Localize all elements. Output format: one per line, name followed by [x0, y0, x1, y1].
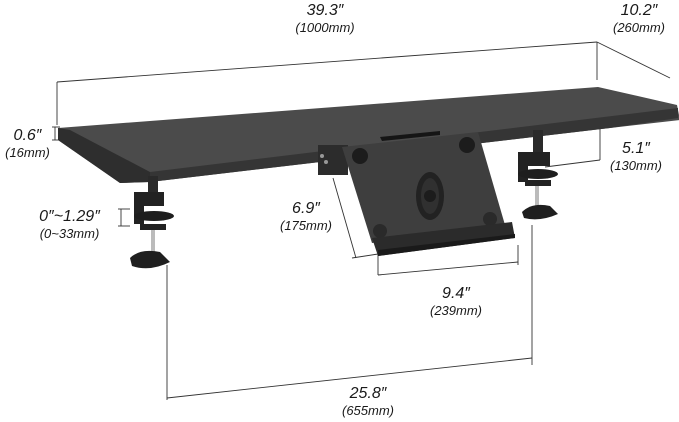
dimension-clamp-spacing-imperial: 25.8″ [349, 385, 387, 402]
dimension-holder-depth-imperial: 6.9″ [292, 200, 320, 217]
dimension-clamp-range: 0″~1.29″ (0~33mm) [22, 208, 117, 241]
dimension-clamp-range-metric: (0~33mm) [39, 226, 100, 241]
tablet-holder [342, 131, 515, 256]
right-clamp [518, 130, 558, 220]
dimension-holder-width-imperial: 9.4″ [442, 285, 470, 302]
dimension-width-metric: (1000mm) [295, 20, 355, 35]
dimension-thickness-imperial: 0.6″ [13, 127, 42, 144]
dimension-clamp-spacing: 25.8″ (655mm) [330, 385, 406, 418]
dimension-clamp-range-imperial: 0″~1.29″ [39, 208, 100, 225]
dimension-thickness-metric: (16mm) [5, 145, 50, 160]
dimension-holder-depth-metric: (175mm) [279, 218, 332, 233]
dimension-holder-depth: 6.9″ (175mm) [270, 200, 342, 233]
dimension-depth-metric: (260mm) [612, 20, 665, 35]
dimension-depth-imperial: 10.2″ [620, 2, 658, 19]
dimension-clamp-spacing-metric: (655mm) [341, 403, 394, 418]
dimension-width-imperial: 39.3″ [306, 2, 344, 19]
left-clamp [130, 176, 174, 269]
dimension-thickness: 0.6″ (16mm) [0, 127, 55, 160]
dimension-lines [52, 41, 671, 400]
dimension-width-total: 39.3″ (1000mm) [270, 2, 380, 35]
dimension-holder-width-metric: (239mm) [429, 303, 482, 318]
dimension-holder-width: 9.4″ (239mm) [418, 285, 494, 318]
dimension-clamp-offset-metric: (130mm) [609, 158, 662, 173]
dimension-clamp-offset: 5.1″ (130mm) [600, 140, 672, 173]
dimension-depth-total: 10.2″ (260mm) [598, 2, 679, 35]
dimension-clamp-offset-imperial: 5.1″ [622, 140, 650, 157]
